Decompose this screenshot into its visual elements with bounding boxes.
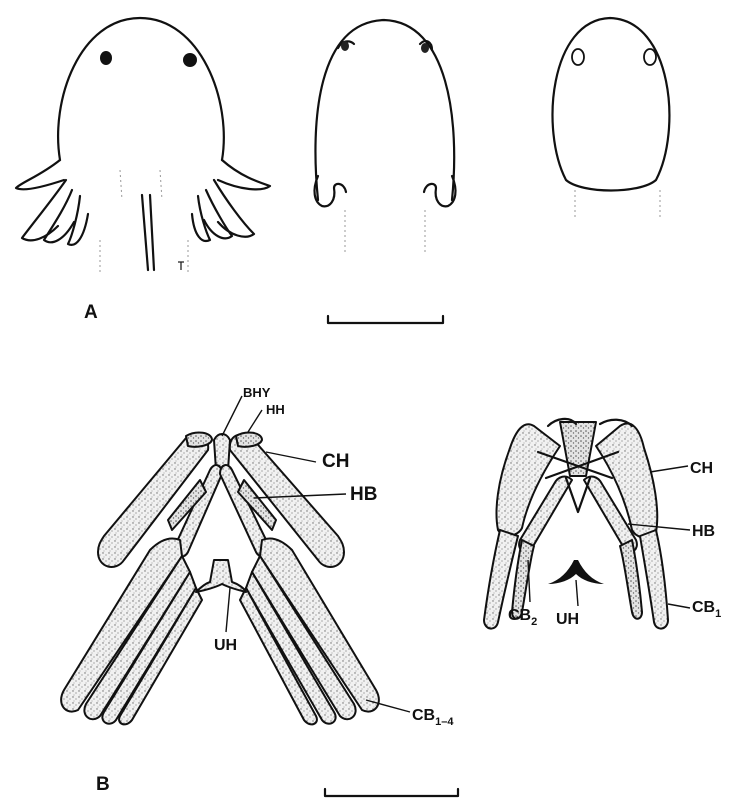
- panel-a-scale-bar: [328, 316, 443, 323]
- label-ch-right: CH: [690, 460, 713, 477]
- larva-1-with-gills: [16, 18, 270, 275]
- panel-b-label: B: [96, 774, 110, 795]
- panel-b-scale-bar: [325, 789, 458, 796]
- larva-1-eye-left: [100, 51, 112, 65]
- label-cb1: CB1: [692, 599, 721, 620]
- panel-b-right-hyobranchial: CH HB CB1 CB2 UH: [484, 419, 721, 629]
- basibranchial-adult: [560, 422, 596, 476]
- label-hh: HH: [266, 402, 285, 417]
- larva-2-reduced-gills: [315, 20, 456, 255]
- label-hb-right: HB: [692, 523, 715, 540]
- larva-1-eye-right: [183, 53, 197, 67]
- panel-a: A: [16, 18, 669, 323]
- panel-b-left-hyobranchial: BHY HH CH HB UH CB1–4: [61, 385, 454, 728]
- urohyal: [196, 560, 246, 592]
- hypohyal-left: [186, 433, 212, 447]
- ceratobranchial-1-right-adult: [640, 530, 668, 629]
- larva-2-eye-left: [341, 41, 349, 51]
- ceratobranchial-2-right-adult: [620, 540, 642, 619]
- label-hb-left: HB: [350, 484, 377, 505]
- label-bhy: BHY: [243, 385, 271, 400]
- ceratohyal-left-adult: [497, 424, 561, 536]
- ceratohyal-right-adult: [596, 423, 657, 537]
- label-cb-1-4: CB1–4: [412, 707, 454, 728]
- larva-2-eye-right: [421, 43, 429, 53]
- label-uh-right: UH: [556, 611, 579, 628]
- larva-3-no-gills: [553, 18, 670, 220]
- panel-a-label: A: [84, 302, 98, 323]
- larva-3-eye-right: [644, 49, 656, 65]
- hypohyal-right: [236, 433, 262, 447]
- larva-3-eye-left: [572, 49, 584, 65]
- label-uh-left: UH: [214, 637, 237, 654]
- label-ch-left: CH: [322, 451, 349, 472]
- label-cb2: CB2: [508, 607, 537, 628]
